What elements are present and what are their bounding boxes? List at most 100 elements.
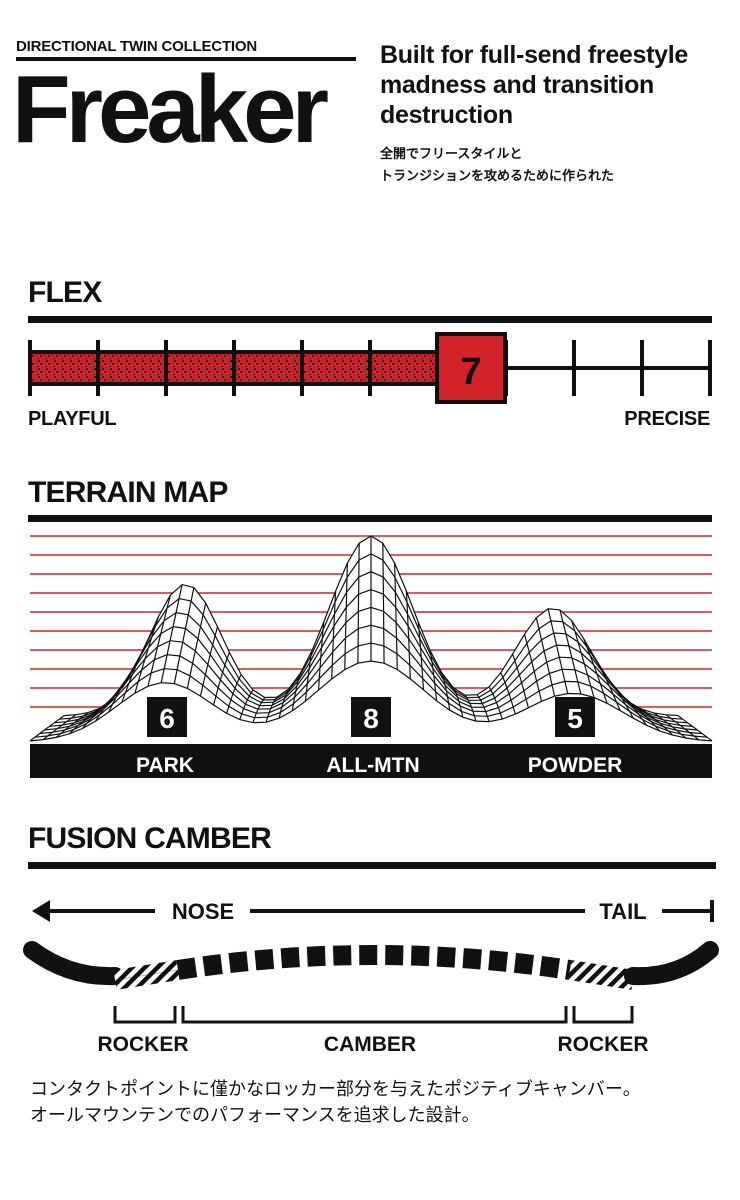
flex-value-box <box>435 332 507 404</box>
terrain-mesh-col <box>304 650 313 702</box>
nose-rocker <box>113 960 180 990</box>
camber-bracket <box>181 1006 568 1024</box>
flex-scale: 7 <box>28 332 712 404</box>
rocker-left-label: ROCKER <box>97 1033 188 1056</box>
flex-value: 7 <box>460 351 481 393</box>
terrain-mesh-col <box>95 686 124 722</box>
terrain-mesh-col <box>464 694 477 722</box>
collection-label: DIRECTIONAL TWIN COLLECTION <box>16 38 257 55</box>
terrain-mesh-col <box>488 686 503 720</box>
terrain-mesh-col <box>500 672 516 715</box>
model-name: Freaker <box>12 56 329 163</box>
terrain-mesh-col <box>42 714 77 741</box>
terrain-mesh-col <box>642 709 674 736</box>
terrain-mesh <box>29 535 713 744</box>
rocker-bracket-right <box>572 1006 634 1024</box>
camber-diagram: NOSE TAIL ROCKER CAMBER ROCKER <box>23 899 719 1056</box>
camber-label: CAMBER <box>324 1033 416 1056</box>
terrain-zone-park: 6 PARK <box>136 697 194 777</box>
terrain-mesh-col <box>226 674 242 714</box>
terrain-mesh-col <box>252 697 266 723</box>
terrain-label-bar <box>30 744 712 778</box>
terrain-rule <box>28 515 712 522</box>
camber-rule <box>28 862 716 869</box>
terrain-mesh-col <box>405 591 411 679</box>
terrain-mesh-col <box>665 714 700 741</box>
terrain-mesh-col <box>239 689 254 720</box>
terrain-mesh-col <box>186 602 207 689</box>
terrain-mesh-col <box>173 587 195 684</box>
rocker-right-label: ROCKER <box>557 1033 648 1056</box>
nose-arrow-icon <box>32 900 50 922</box>
terrain-mesh-col <box>29 715 65 742</box>
terrain-mesh-col <box>476 694 490 722</box>
terrain-mesh-col <box>394 562 398 670</box>
all-mtn-score: 8 <box>363 703 379 734</box>
tagline: Built for full-send freestyle madness an… <box>380 41 689 129</box>
terrain-mesh-col <box>618 692 647 726</box>
terrain-mesh-col <box>213 652 230 706</box>
terrain-mesh-col <box>331 591 337 680</box>
terrain-mesh-col <box>265 696 278 723</box>
tail-tip <box>624 941 719 986</box>
collection-rule <box>16 57 356 61</box>
all-mtn-label: ALL-MTN <box>326 754 419 777</box>
terrain-mesh-col <box>121 642 148 703</box>
flex-title: FLEX <box>28 276 102 309</box>
terrain-mesh-col <box>68 707 100 735</box>
camber-note-line2: オールマウンテンでのパフォーマンスを追求した設計。 <box>30 1105 480 1125</box>
terrain-mesh-col <box>134 616 160 694</box>
terrain-mesh-col <box>382 543 385 664</box>
terrain-mesh-col <box>82 699 112 729</box>
flex-left-label: PLAYFUL <box>28 408 117 430</box>
flex-rule <box>28 316 712 323</box>
nose-label: NOSE <box>172 899 234 924</box>
tagline-jp-line2: トランジションを攻めるために作られた <box>380 168 615 183</box>
powder-score: 5 <box>567 703 583 734</box>
terrain-mesh-col <box>291 673 301 711</box>
terrain-mesh-col <box>630 702 660 732</box>
terrain-mesh-col <box>559 609 582 695</box>
tagline-jp-line1: 全開でフリースタイルと <box>380 146 523 161</box>
nose-tip <box>23 941 124 986</box>
terrain-mesh-col <box>108 666 136 713</box>
camber-section <box>176 945 572 980</box>
terrain-mesh-col <box>199 626 219 697</box>
terrain-mesh-col <box>429 650 438 701</box>
rocker-bracket-left <box>113 1006 177 1024</box>
terrain-mesh-col <box>594 658 621 711</box>
terrain-title: TERRAIN MAP <box>28 476 228 509</box>
terrain-mesh-col <box>344 562 348 670</box>
tail-rocker <box>568 960 635 990</box>
tagline-jp: 全開でフリースタイルと トランジションを攻めるために作られた <box>380 143 730 187</box>
terrain-mesh-col <box>55 712 89 738</box>
flex-right-label: PRECISE <box>624 408 710 430</box>
terrain-mesh-col <box>582 638 608 704</box>
terrain-mesh-col <box>417 621 425 690</box>
terrain-mesh-col <box>160 584 183 683</box>
terrain-mesh-col <box>441 672 451 711</box>
terrain-mesh-col <box>357 543 360 664</box>
terrain-mesh-col <box>677 715 713 742</box>
terrain-mesh-col <box>512 653 529 708</box>
camber-title: FUSION CAMBER <box>28 822 272 855</box>
terrain-zone-powder: 5 POWDER <box>528 697 623 777</box>
terrain-mesh-col <box>606 677 634 719</box>
camber-note-line1: コンタクトポイントに僅かなロッカー部分を与えたポジティブキャンバー。 <box>30 1079 641 1099</box>
terrain-mesh-col <box>653 712 687 739</box>
terrain-mesh-col <box>535 617 556 697</box>
park-label: PARK <box>136 754 194 777</box>
terrain-mesh-col <box>571 620 595 698</box>
park-score: 6 <box>159 703 175 734</box>
camber-note: コンタクトポイントに僅かなロッカー部分を与えたポジティブキャンバー。 オールマウ… <box>30 1076 730 1128</box>
terrain-mesh-col <box>547 608 569 694</box>
tail-label: TAIL <box>599 899 646 924</box>
terrain-mesh-col <box>453 687 464 718</box>
terrain-zone-all-mtn: 8 ALL-MTN <box>326 697 420 777</box>
terrain-mesh-col <box>317 621 325 691</box>
terrain-mesh-col <box>278 688 289 719</box>
powder-label: POWDER <box>528 754 623 777</box>
terrain-map: 6 PARK 8 ALL-MTN 5 POWDER <box>29 535 713 778</box>
terrain-mesh-col <box>147 595 171 687</box>
terrain-mesh-col <box>523 634 543 702</box>
